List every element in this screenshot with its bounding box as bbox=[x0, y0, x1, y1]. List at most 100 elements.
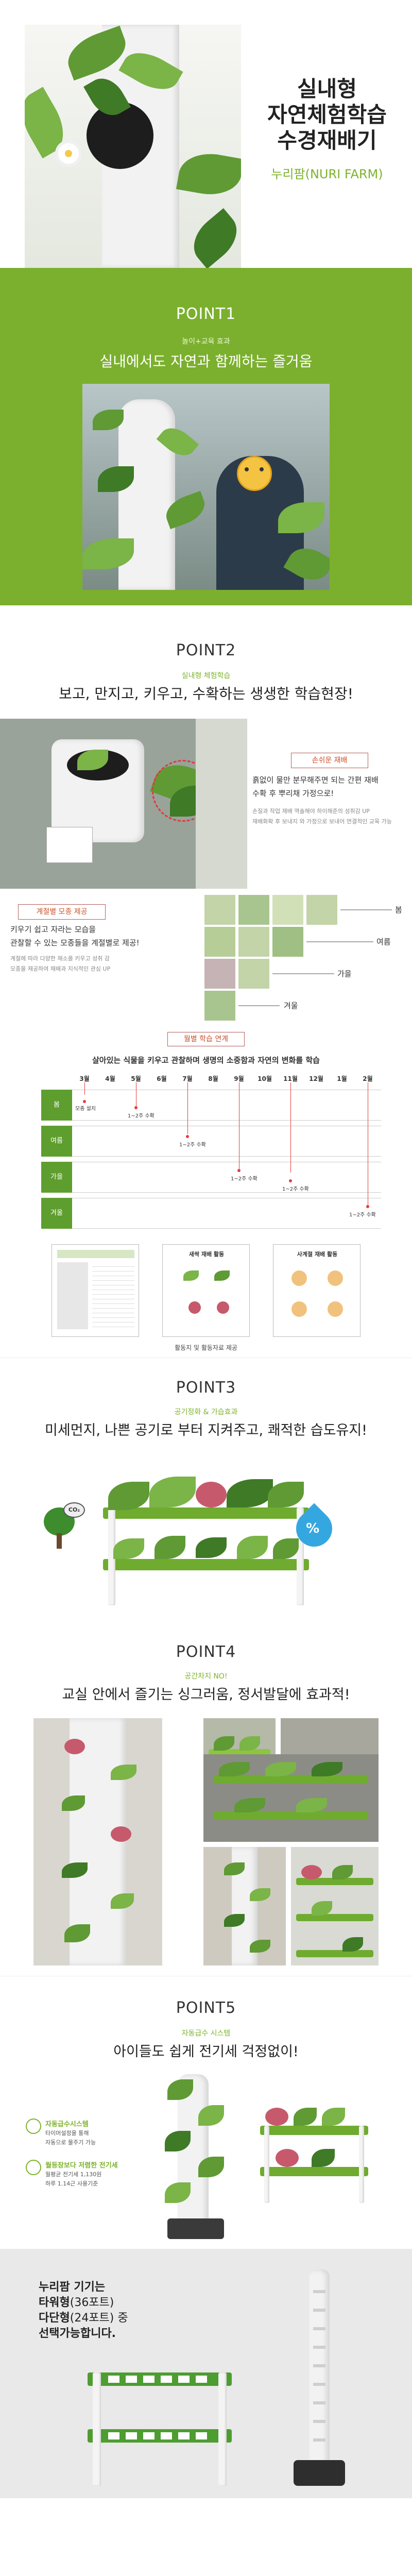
point1-classroom-photo bbox=[82, 384, 330, 590]
hero-brand: 누리팜(NURI FARM) bbox=[271, 167, 383, 181]
season-label-autumn: 가을 bbox=[337, 969, 352, 978]
point5-shelf-photo bbox=[255, 2095, 373, 2208]
point4-section: POINT4 공간차지 NO! 교실 안에서 즐기는 싱그러움, 정서발달에 효… bbox=[0, 1620, 412, 1976]
point1-title: POINT1 bbox=[176, 305, 236, 323]
month-12: 12월 bbox=[309, 1075, 323, 1082]
season-row-spring: 봄 bbox=[203, 894, 412, 926]
point2-headline: 보고, 만지고, 키우고, 수확하는 생생한 학습현장! bbox=[59, 685, 353, 702]
hero-title-line1: 실내형 bbox=[297, 76, 357, 101]
point3-headline: 미세먼지, 나쁜 공기로 부터 지켜주고, 쾌적한 습도유지! bbox=[45, 1422, 367, 1438]
point5-tower-photo bbox=[147, 2074, 250, 2239]
final-text: 누리팜 기기는 타워형(36포트) 다단형(24포트) 중 선택가능합니다. bbox=[39, 2280, 128, 2342]
schedule-row-spring-line bbox=[72, 1090, 381, 1121]
feature-auto-water-desc: 타이머설정을 통해 자동으로 물주기 가능 bbox=[45, 2129, 148, 2147]
final-line1: 누리팜 기기는 bbox=[39, 2281, 106, 2294]
point3-subtitle: 공기정화 & 가습효과 bbox=[174, 1408, 238, 1416]
point5-title: POINT5 bbox=[176, 1999, 236, 2017]
point1-subtitle: 놀이+교육 효과 bbox=[182, 337, 230, 346]
schedule-headline: 살아있는 식물을 키우고 관찰하며 생명의 소중함과 자연의 변화를 학습 bbox=[92, 1056, 320, 1065]
schedule-marker-dot bbox=[366, 1205, 369, 1208]
season-row-autumn: 가을 bbox=[203, 958, 412, 990]
schedule-tag-harvest: 1~2주 수확 bbox=[230, 1174, 259, 1182]
schedule-row-summer: 여름 bbox=[41, 1126, 72, 1157]
product-detail-page: 실내형 자연체험학습 수경재배기 누리팜(NURI FARM) POINT1 놀… bbox=[0, 25, 412, 2498]
point4-classroom-photo bbox=[203, 1754, 379, 1842]
season-row-winter: 겨울 bbox=[203, 990, 412, 1022]
timer-icon bbox=[26, 2119, 41, 2134]
season-label-summer: 여름 bbox=[376, 937, 391, 946]
point4-subtitle: 공간차지 NO! bbox=[184, 1672, 228, 1681]
monthly-schedule-section: 월별 학습 연계 살아있는 식물을 키우고 관찰하며 생명의 소중함과 자연의 … bbox=[0, 1028, 412, 1244]
schedule-marker-dot bbox=[237, 1169, 241, 1172]
point5-section: POINT5 자동급수 시스템 아이들도 쉽게 전기세 걱정없이! 자동급수시스… bbox=[0, 1976, 412, 2249]
schedule-marker-line bbox=[84, 1082, 85, 1095]
final-tower-photo bbox=[288, 2269, 350, 2491]
month-6: 6월 bbox=[157, 1075, 167, 1082]
feature-auto-water-title: 자동급수시스템 bbox=[45, 2121, 89, 2128]
co2-bubble: CO₂ bbox=[63, 1502, 85, 1518]
month-9: 9월 bbox=[234, 1075, 244, 1082]
month-4: 4월 bbox=[105, 1075, 115, 1082]
point2-badge-seasonal: 계절별 모종 제공 bbox=[18, 904, 106, 920]
worksheet-card-2: 새싹 재배 활동 bbox=[162, 1244, 250, 1337]
plug-icon bbox=[26, 2160, 41, 2175]
point1-section: POINT1 놀이+교육 효과 실내에서도 자연과 함께하는 즐거움 bbox=[0, 268, 412, 605]
schedule-badge: 월별 학습 연계 bbox=[167, 1032, 245, 1046]
point4-tower-photo-2 bbox=[203, 1847, 286, 1965]
month-8: 8월 bbox=[208, 1075, 218, 1082]
schedule-row-winter-line bbox=[72, 1198, 381, 1229]
schedule-marker-line bbox=[187, 1082, 188, 1134]
feature-low-power-title: 월등장보다 저렴한 전기세 bbox=[45, 2162, 118, 2170]
schedule-tag-harvest: 1~2주 수확 bbox=[281, 1184, 310, 1192]
month-3: 3월 bbox=[79, 1075, 90, 1082]
season-label-winter: 겨울 bbox=[284, 1001, 298, 1010]
worksheet-card-3: 사계절 재배 활동 bbox=[273, 1244, 360, 1337]
point2-text2-small-body: 계절에 따라 다양한 채소를 키우고 성취 감 모종을 재공하여 채배과 지식적… bbox=[10, 955, 111, 972]
schedule-row-summer-line bbox=[72, 1126, 381, 1157]
month-5: 5월 bbox=[131, 1075, 141, 1082]
point5-headline: 아이들도 쉽게 전기세 걱정없이! bbox=[113, 2044, 299, 2060]
point3-title: POINT3 bbox=[176, 1379, 236, 1397]
point5-subtitle: 자동급수 시스템 bbox=[181, 2029, 231, 2038]
final-multi-ports: (24포트) 중 bbox=[70, 2312, 128, 2325]
schedule-row-winter: 겨울 bbox=[41, 1198, 72, 1229]
schedule-marker-dot bbox=[186, 1135, 189, 1138]
point2-seedling-photo bbox=[0, 719, 247, 889]
schedule-row-spring: 봄 bbox=[41, 1090, 72, 1121]
feature-auto-water-desc-text: 타이머설정을 통해 자동으로 물주기 가능 bbox=[45, 2130, 96, 2146]
schedule-tag-plant: 모종 설치 bbox=[74, 1104, 97, 1112]
month-11: 11월 bbox=[283, 1075, 298, 1082]
tree-co2-icon: CO₂ bbox=[39, 1502, 85, 1549]
point2-text1-small: 손질과 작업 재배 역솔해야 하이해준의 성취감 UP 재배화확 후 보내지 와… bbox=[252, 806, 407, 827]
point2-text1-small-body: 손질과 작업 재배 역솔해야 하이해준의 성취감 UP 재배화확 후 보내지 와… bbox=[252, 808, 392, 825]
final-line3: 다단형(24포트) 중 bbox=[39, 2311, 128, 2326]
schedule-marker-dot bbox=[134, 1106, 138, 1109]
point1-headline: 실내에서도 자연과 함께하는 즐거움 bbox=[99, 353, 313, 370]
point3-shelf-photo bbox=[72, 1451, 340, 1611]
final-multi-type: 다단형 bbox=[39, 2312, 70, 2325]
point4-headline: 교실 안에서 즐기는 싱그러움, 정서발달에 효과적! bbox=[62, 1687, 350, 1703]
schedule-tag-harvest: 1~2주 수확 bbox=[348, 1210, 377, 1218]
point2-text2-body: 키우기 쉽고 자라는 모습을 관찰할 수 있는 모종들을 계절별로 제공! bbox=[10, 925, 140, 947]
hero-title-line2: 자연체험학습 bbox=[267, 102, 387, 127]
feature-low-power-desc: 월평균 전기세 1,130원 하루 1.14근 사용기준 bbox=[45, 2170, 148, 2189]
schedule-table: 3월 4월 5월 6월 7월 8월 9월 10월 11월 12월 1월 2월 봄… bbox=[41, 1074, 381, 1229]
point2-subtitle: 실내형 체험학습 bbox=[181, 672, 231, 680]
worksheet-caption: 활동지 및 활동자료 제공 bbox=[175, 1344, 237, 1351]
point4-shelf-photo-3 bbox=[291, 1847, 379, 1965]
worksheet-card-1 bbox=[52, 1244, 139, 1337]
point4-title: POINT4 bbox=[176, 1643, 236, 1661]
final-tower-ports: (36포트) bbox=[70, 2296, 114, 2309]
point2-section: POINT2 실내형 체험학습 보고, 만지고, 키우고, 수확하는 생생한 학… bbox=[0, 605, 412, 1028]
hero-title-line3: 수경재배기 bbox=[277, 128, 377, 153]
feature-low-power-desc-text: 월평균 전기세 1,130원 하루 1.14근 사용기준 bbox=[45, 2171, 102, 2187]
point2-title: POINT2 bbox=[176, 641, 236, 659]
schedule-tag-harvest: 1~2주 수확 bbox=[178, 1140, 207, 1148]
schedule-marker-dot bbox=[83, 1100, 86, 1103]
month-1: 1월 bbox=[337, 1075, 347, 1082]
point2-text1: 흙없이 물만 분무해주면 되는 간편 재배 수확 후 뿌리채 가정으로! bbox=[252, 773, 407, 800]
worksheet-card-2-title: 새싹 재배 활동 bbox=[188, 1251, 225, 1258]
schedule-tag-harvest: 1~2주 수확 bbox=[127, 1111, 156, 1119]
point4-tower-photo bbox=[33, 1718, 162, 1965]
season-label-spring: 봄 bbox=[395, 905, 402, 914]
